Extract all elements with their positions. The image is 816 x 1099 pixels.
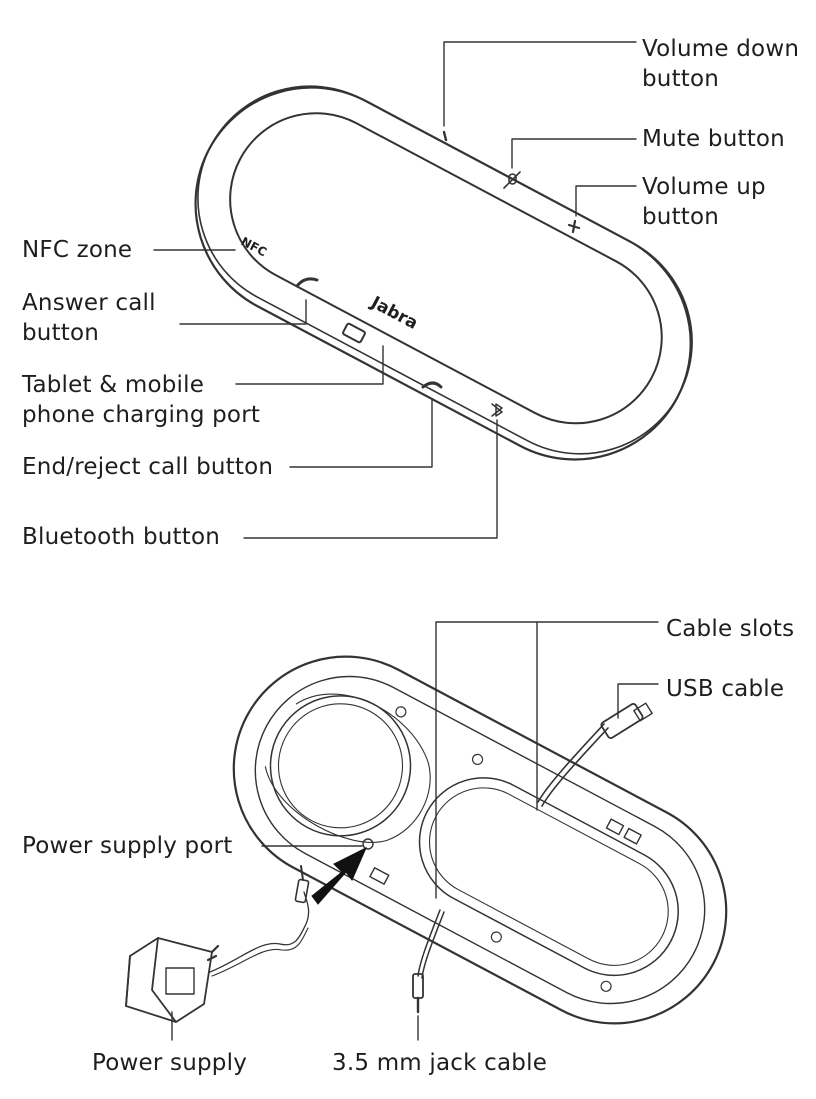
underside-left-cavity [269, 695, 412, 837]
label-power-port: Power supply port [22, 833, 233, 859]
end-call-icon [421, 381, 443, 389]
speakerphone-base-edge [197, 85, 693, 455]
cable-slot-1 [605, 818, 625, 836]
label-cable-slots: Cable slots [666, 616, 795, 642]
label-volume-up: Volume up button [642, 174, 766, 230]
leader-usb-cable [617, 683, 659, 719]
leader-end-call [289, 399, 433, 468]
speakerphone-underside [232, 655, 728, 1025]
speakerphone-top [194, 85, 693, 461]
answer-call-icon [295, 277, 319, 288]
label-bluetooth: Bluetooth button [22, 524, 221, 550]
jack-cable [412, 909, 445, 1014]
volume-up-icon [567, 219, 581, 234]
bluetooth-icon [491, 403, 503, 417]
label-volume-down: Volume down button [642, 36, 800, 92]
cable-slot-3 [369, 867, 390, 885]
usb-plug [600, 703, 644, 739]
charging-port-icon [342, 322, 366, 344]
leader-charging-port [235, 345, 384, 385]
power-port-icon [362, 838, 374, 850]
label-jack-cable: 3.5 mm jack cable [332, 1050, 548, 1076]
leader-bluetooth [243, 419, 498, 539]
underside-right-cavity [418, 777, 679, 977]
leader-answer-call [179, 299, 307, 325]
label-end-call: End/reject call button [22, 454, 274, 480]
label-mute-button: Mute button [642, 126, 785, 152]
label-usb-cable: USB cable [666, 676, 785, 702]
insert-arrow-icon [311, 846, 368, 905]
cable-slot-2 [623, 827, 642, 845]
label-nfc-zone: NFC zone [22, 237, 133, 263]
speakerphone-top-surface [229, 112, 663, 425]
nfc-mark-text: NFC [239, 234, 270, 259]
leader-volume-down [443, 41, 637, 127]
leader-mute [511, 138, 637, 169]
cable-routing-path [264, 693, 431, 843]
leader-volume-up [575, 185, 637, 217]
label-charging-port: Tablet & mobile phone charging port [22, 372, 261, 428]
leader-cable-slot-a [435, 621, 659, 899]
label-power-supply: Power supply [92, 1050, 248, 1076]
power-supply-adapter [125, 937, 220, 1023]
volume-down-icon [442, 130, 448, 142]
usb-cable [537, 702, 653, 807]
underside-outer-shell [232, 655, 728, 1025]
power-cord [209, 891, 310, 973]
mute-icon [503, 171, 521, 189]
label-answer-call: Answer call button [22, 290, 156, 346]
underside-inner-rim [254, 675, 706, 1005]
